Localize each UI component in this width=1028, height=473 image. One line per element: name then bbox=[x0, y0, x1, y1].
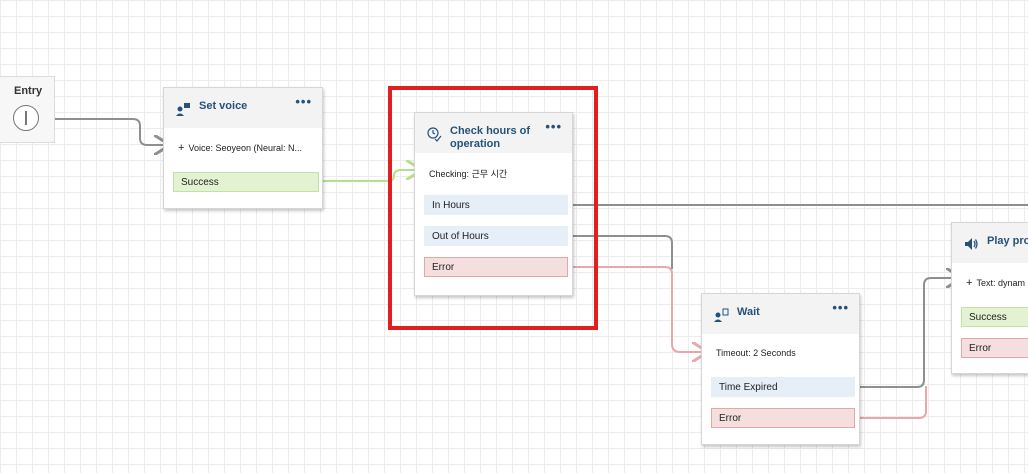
parameter-text: Text: dynam bbox=[976, 278, 1025, 288]
branch-error[interactable]: Error bbox=[711, 408, 855, 428]
expand-plus-icon[interactable]: + bbox=[178, 142, 185, 154]
branch-time-expired[interactable]: Time Expired bbox=[711, 377, 855, 397]
branch-error[interactable]: Error bbox=[961, 338, 1028, 358]
wire-entry-to-set-voice bbox=[27, 118, 170, 145]
set-voice-icon bbox=[176, 103, 190, 116]
branch-out-of-hours[interactable]: Out of Hours bbox=[424, 226, 568, 246]
clock-check-icon bbox=[427, 127, 442, 142]
block-header: Set voice ••• bbox=[164, 88, 322, 128]
set-voice-block[interactable]: Set voice ••• +Voice: Seoyeon (Neural: N… bbox=[163, 87, 323, 209]
branch-in-hours[interactable]: In Hours bbox=[424, 195, 568, 215]
block-header: Play promp bbox=[952, 223, 1028, 263]
wire-wait-error bbox=[853, 386, 927, 419]
branch-success[interactable]: Success bbox=[173, 172, 319, 192]
wire-out-of-hours bbox=[566, 235, 673, 269]
selection-highlight bbox=[388, 86, 598, 330]
entry-connector-bar bbox=[25, 111, 27, 125]
more-options-icon[interactable]: ••• bbox=[832, 300, 849, 315]
play-prompt-block[interactable]: Play promp +Text: dynam Success Error bbox=[951, 222, 1028, 374]
entry-label: Entry bbox=[14, 85, 43, 97]
expand-plus-icon[interactable]: + bbox=[966, 277, 973, 289]
block-parameter: +Voice: Seoyeon (Neural: N... bbox=[178, 142, 313, 154]
more-options-icon[interactable]: ••• bbox=[295, 94, 312, 109]
wait-block[interactable]: Wait ••• Timeout: 2 Seconds Time Expired… bbox=[701, 293, 860, 445]
branch-success[interactable]: Success bbox=[961, 307, 1028, 327]
block-parameter: Checking: 근무 시간 bbox=[429, 169, 508, 179]
speaker-icon bbox=[965, 238, 978, 250]
parameter-text: Voice: Seoyeon (Neural: N... bbox=[188, 143, 302, 153]
block-parameter: Timeout: 2 Seconds bbox=[716, 348, 796, 358]
block-title: Play promp bbox=[987, 235, 1028, 247]
block-title: Set voice bbox=[199, 100, 248, 112]
block-title: Wait bbox=[737, 306, 760, 318]
block-parameter: +Text: dynam bbox=[966, 277, 1025, 289]
branch-error[interactable]: Error bbox=[424, 257, 568, 277]
wire-time-expired bbox=[853, 278, 962, 388]
more-options-icon[interactable]: ••• bbox=[545, 119, 562, 134]
block-header: Wait ••• bbox=[702, 294, 859, 334]
wire-check-error bbox=[566, 266, 708, 352]
wait-person-icon bbox=[714, 308, 729, 322]
entry-connector-icon[interactable] bbox=[13, 105, 39, 131]
